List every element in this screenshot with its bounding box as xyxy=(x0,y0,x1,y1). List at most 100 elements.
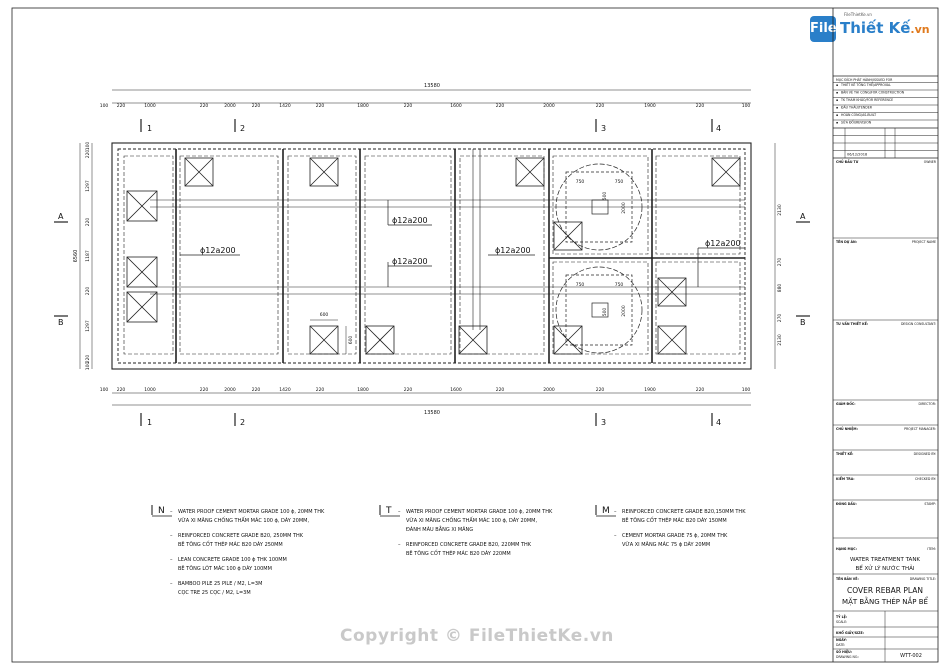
dim-top: 1600 xyxy=(450,103,462,109)
dim-top: 100 xyxy=(742,103,751,109)
tb-label: KHỔ GIẤY/SIZE: xyxy=(836,630,864,635)
dim-bottom: 100 xyxy=(100,387,109,393)
dim-left: 220 xyxy=(85,218,91,227)
note-line: VỮA XI MĂNG CHỐNG THẤM MÁC 100 ϕ, DÀY 20… xyxy=(178,516,309,524)
tb-label-en: SCALE: xyxy=(836,620,847,624)
dim-top: 1420 xyxy=(279,103,291,109)
tb-label-en: DATE: xyxy=(836,643,845,647)
rev-checkbox: ▪ xyxy=(836,98,838,102)
drawing-number: WTT-002 xyxy=(900,653,922,659)
tb-label: NGÀY: xyxy=(836,637,847,642)
tank-dim: 500 xyxy=(602,308,608,317)
compartment-4 xyxy=(364,155,452,355)
logo-suffix: .vn xyxy=(910,23,930,36)
plan-labels: 1358013580656010010022022010001000220220… xyxy=(58,83,806,427)
rebar-label: ϕ12a200 xyxy=(392,216,428,225)
drawing-title-en: COVER REBAR PLAN xyxy=(847,586,923,595)
section-b-left: B xyxy=(58,318,64,327)
tank-dim: 750 xyxy=(615,282,624,288)
tb-label-en: ITEM: xyxy=(927,547,936,551)
rev-row: THIẾT KẾ TỔNG THỂ/APPROVAL xyxy=(840,81,891,87)
rev-row: HOÀN CÔNG/AS-BUILT xyxy=(841,112,876,117)
section-a-right: A xyxy=(800,212,806,221)
note-line: WATER PROOF CEMENT MORTAR GRADE 100 ϕ, 2… xyxy=(178,509,325,515)
manhole-9 xyxy=(515,157,545,187)
tb-label: KIỂM TRA: xyxy=(836,476,855,481)
dim-left: 100 xyxy=(85,142,91,151)
dimension-lines xyxy=(79,89,776,406)
dim-top: 220 xyxy=(117,103,126,109)
dim-bottom: 1900 xyxy=(644,387,656,393)
grid-label-bottom: 2 xyxy=(240,418,245,427)
rev-date: 06/12/2018 xyxy=(847,153,867,157)
dim-bottom: 1600 xyxy=(450,387,462,393)
plan-view xyxy=(54,89,810,426)
rebar-label: ϕ12a200 xyxy=(495,246,531,255)
note-line: VỮA XI MĂNG CHỐNG THẤM MÁC 100 ϕ, DÀY 20… xyxy=(406,516,537,524)
manhole-13 xyxy=(657,277,687,307)
rebar-label: ϕ12a200 xyxy=(705,239,741,248)
dim-right: 2130 xyxy=(777,204,783,216)
note-line: BAMBOO PILE 25 PILE / M2, L=3M xyxy=(178,581,262,587)
dim-left: 220 xyxy=(85,287,91,296)
manhole-covers xyxy=(126,157,741,355)
note-line: CEMENT MORTAR GRADE 75 ϕ, 20MM THK xyxy=(622,533,728,539)
note-line: WATER PROOF CEMENT MORTAR GRADE 100 ϕ, 2… xyxy=(406,509,553,515)
dim-top: 220 xyxy=(404,103,413,109)
dim-right: 2130 xyxy=(777,334,783,346)
note-key: T xyxy=(385,506,392,516)
tb-label: CHỦ NHIỆM: xyxy=(836,426,858,431)
grid-label-bottom: 3 xyxy=(601,418,606,427)
tb-label: GIÁM ĐỐC: xyxy=(836,401,856,406)
tank-inner-wall xyxy=(117,148,746,364)
material-notes: N–WATER PROOF CEMENT MORTAR GRADE 100 ϕ,… xyxy=(151,505,746,596)
logo-mark: File xyxy=(810,16,837,42)
tb-label-en: OWNER xyxy=(924,160,937,164)
compartment-5 xyxy=(459,155,545,355)
item-name-en: WATER TREATMENT TANK xyxy=(850,557,920,563)
logo-name-text: Thiết Kế xyxy=(840,19,911,37)
note-bullet: – xyxy=(614,533,617,539)
manhole-2 xyxy=(126,256,158,288)
note-bullet: – xyxy=(170,533,173,539)
manhole-8 xyxy=(458,325,488,355)
tb-label: ĐÓNG DẤU: xyxy=(836,501,857,506)
dim-right: 270 xyxy=(777,314,783,323)
manhole-6 xyxy=(309,325,339,355)
manhole-4 xyxy=(184,157,214,187)
pipe-lines xyxy=(150,149,745,330)
dim-left: 100 xyxy=(85,362,91,371)
tank-dim: 500 xyxy=(602,192,608,201)
dim-top: 2000 xyxy=(224,103,236,109)
dim-top: 220 xyxy=(696,103,705,109)
partition-walls xyxy=(175,149,745,363)
tb-label: TƯ VẤN THIẾT KẾ: xyxy=(836,320,868,326)
tank-dim: 2000 xyxy=(621,202,627,214)
dim-left: 1297 xyxy=(85,180,91,192)
tank-outer-wall xyxy=(111,142,752,370)
tb-label-en: CHECKED BY: xyxy=(915,477,936,481)
circular-tanks xyxy=(555,163,643,354)
dim-top: 1800 xyxy=(357,103,369,109)
grid-label-bottom: 4 xyxy=(716,418,721,427)
dim-bottom: 220 xyxy=(200,387,209,393)
compartment-6a xyxy=(552,155,649,255)
circle-tank-2-box xyxy=(565,274,633,346)
dim-top: 100 xyxy=(100,103,109,109)
copyright-watermark: Copyright © FileThietKe.vn xyxy=(340,626,614,646)
circle-tank-1 xyxy=(555,163,643,251)
dim-bottom: 2000 xyxy=(224,387,236,393)
note-bullet: – xyxy=(170,509,173,515)
dim-left: 1187 xyxy=(85,250,91,262)
tb-label-en: PROJECT MANAGER: xyxy=(904,427,936,431)
total-dim-bottom: 13580 xyxy=(424,410,440,416)
note-bullet: – xyxy=(398,542,401,548)
manhole-5 xyxy=(309,157,339,187)
total-dim-left: 6560 xyxy=(73,250,79,263)
note-line: ĐÁNH MÀU BẰNG XI MĂNG xyxy=(406,525,473,533)
grid-label-top: 3 xyxy=(601,124,606,133)
note-line: VỮA XI MĂNG MÁC 75 ϕ DÀY 20MM xyxy=(622,541,710,548)
tb-label: SỐ HIỆU: xyxy=(836,649,852,654)
dim-bottom: 1420 xyxy=(279,387,291,393)
note-bullet: – xyxy=(614,509,617,515)
